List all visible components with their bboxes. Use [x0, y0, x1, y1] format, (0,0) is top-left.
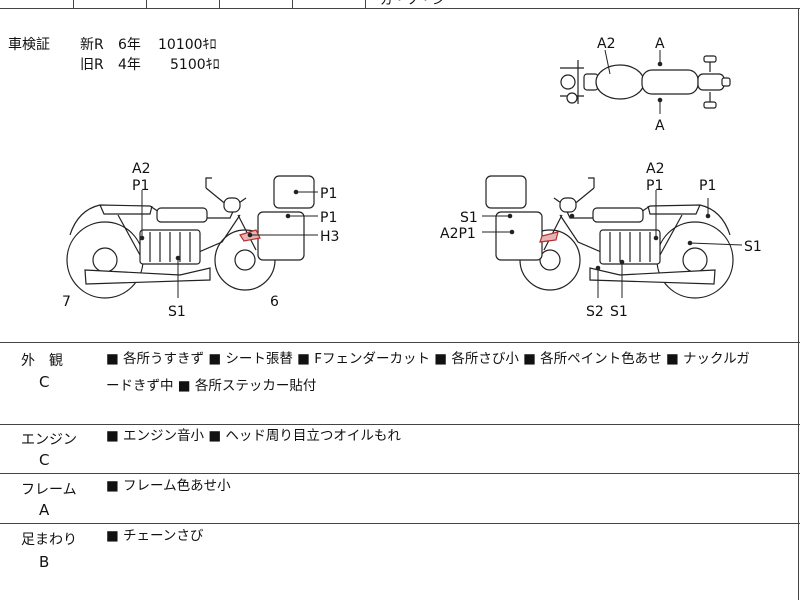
new-years: 6年: [118, 37, 141, 53]
new-amount: 10100ｷﾛ: [158, 37, 217, 53]
right-label-s1-a: S1: [460, 210, 478, 226]
header-fragment: ガ・ソ・ン: [380, 0, 446, 8]
engine-label: エンジン: [21, 432, 77, 448]
left-label-p1-b: P1: [320, 186, 337, 202]
engine-notes-line1: ■ エンジン音小 ■ ヘッド周り目立つオイルもれ: [106, 428, 401, 444]
right-label-s1-c: S1: [610, 304, 628, 320]
new-label: 新R: [80, 37, 104, 53]
engine-notes: ■ エンジン音小 ■ ヘッド周り目立つオイルもれ: [106, 423, 401, 450]
suspension-notes: ■ チェーンさび: [106, 523, 203, 550]
section-divider: [0, 473, 800, 474]
top-cell-divider: [292, 0, 293, 8]
left-side-motorcycle: [66, 177, 276, 299]
exterior-notes-line1: ■ 各所うすきず ■ シート張替 ■ Fフェンダーカット ■ 各所さび小 ■ 各…: [106, 351, 750, 367]
top-label-a-bottom: A: [655, 118, 665, 134]
left-label-p1: P1: [132, 178, 149, 194]
left-label-a2: A2: [132, 161, 150, 177]
exterior-notes-line2: ードきず中 ■ 各所ステッカー貼付: [106, 378, 317, 394]
top-cell-divider: [73, 0, 74, 8]
right-side-saddlebag: [485, 175, 543, 261]
right-label-s2: S2: [586, 304, 604, 320]
engine-grade: C: [39, 451, 50, 469]
old-years: 4年: [118, 57, 141, 73]
top-view-motorcycle: [560, 55, 731, 109]
right-label-s1-b: S1: [744, 239, 762, 255]
inspection-label: 車検証: [8, 37, 50, 53]
frame-label: フレーム: [21, 482, 77, 498]
suspension-grade: B: [39, 553, 50, 571]
old-label: 旧R: [80, 57, 104, 73]
left-label-h3: H3: [320, 229, 339, 245]
section-divider: [0, 342, 800, 343]
section-divider: [0, 523, 800, 524]
damage-mark-a2p1: [539, 231, 559, 243]
exterior-label: 外 観: [21, 353, 63, 369]
right-label-a2: A2: [646, 161, 664, 177]
motorcycle-damage-diagram: A2 A A: [62, 36, 762, 320]
right-side-motorcycle: [519, 177, 734, 299]
frame-notes-line1: ■ フレーム色あせ小: [106, 478, 231, 494]
suspension-label: 足まわり: [21, 532, 77, 548]
old-amount: 5100ｷﾛ: [170, 57, 220, 73]
right-border: [798, 8, 799, 600]
exterior-notes: ■ 各所うすきず ■ シート張替 ■ Fフェンダーカット ■ 各所さび小 ■ 各…: [106, 346, 750, 400]
top-cell-divider: [365, 0, 366, 8]
frame-notes: ■ フレーム色あせ小: [106, 473, 231, 500]
right-label-a2p1: A2P1: [440, 226, 476, 242]
top-label-a2: A2: [597, 36, 615, 52]
left-label-s1: S1: [168, 304, 186, 320]
right-label-p1-b: P1: [699, 178, 716, 194]
top-cell-divider: [219, 0, 220, 8]
top-label-a-top: A: [655, 36, 665, 52]
right-label-p1: P1: [646, 178, 663, 194]
top-border: [0, 8, 800, 9]
left-label-6: 6: [270, 294, 279, 310]
section-divider: [0, 424, 800, 425]
left-label-7: 7: [62, 294, 71, 310]
frame-grade: A: [39, 501, 50, 519]
exterior-grade: C: [39, 373, 50, 391]
left-label-p1-c: P1: [320, 210, 337, 226]
suspension-notes-line1: ■ チェーンさび: [106, 528, 204, 544]
top-cell-divider: [146, 0, 147, 8]
left-side-saddlebag: [257, 175, 315, 261]
